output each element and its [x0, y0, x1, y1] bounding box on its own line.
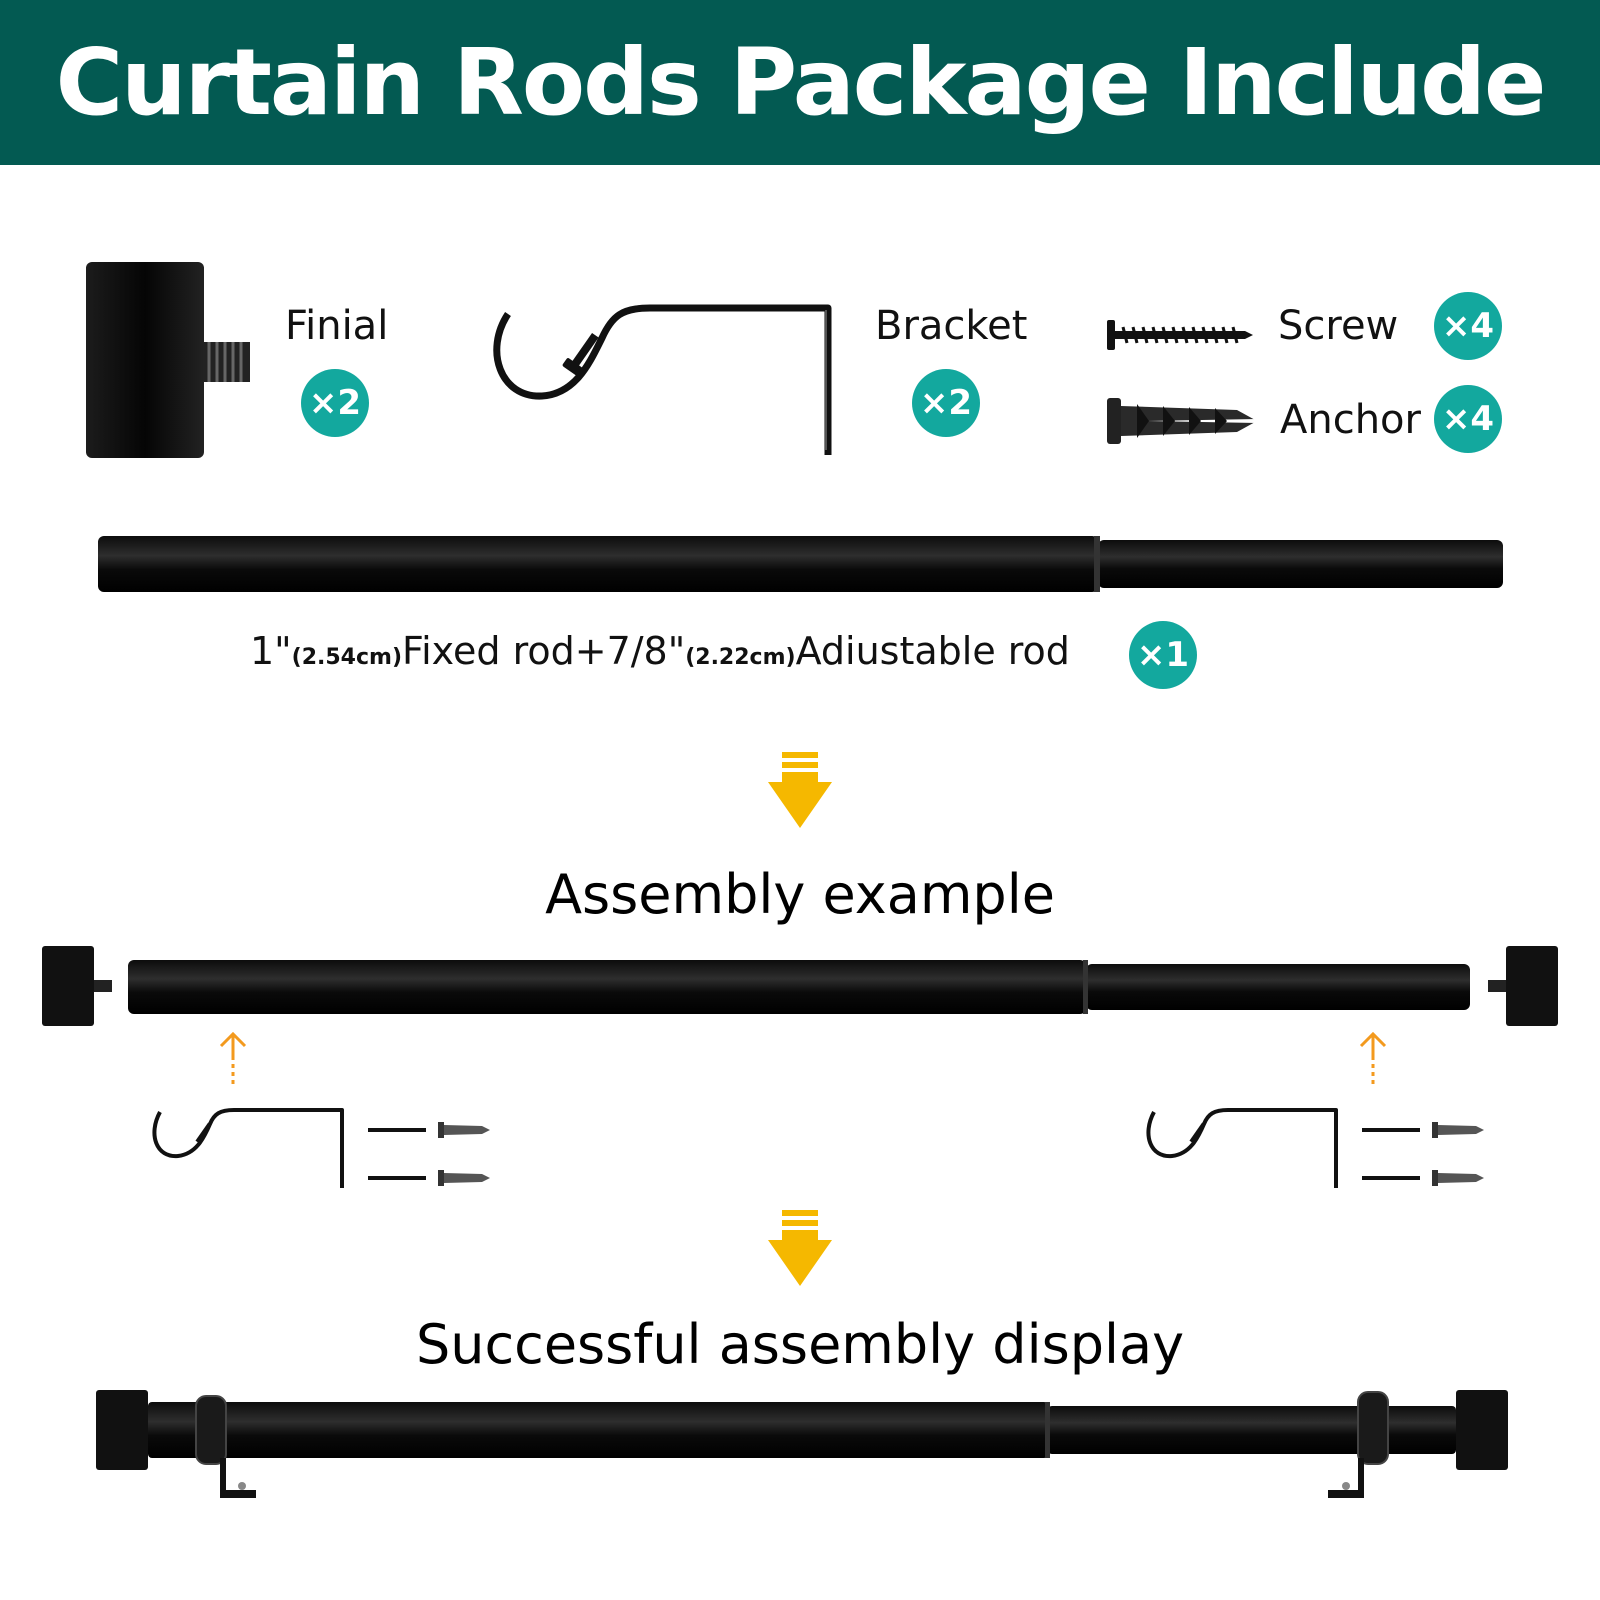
anchor-icon	[438, 1170, 490, 1186]
finial-icon	[86, 262, 250, 458]
anchor-qty-badge: ×4	[1434, 385, 1502, 453]
page-title: Curtain Rods Package Include	[0, 0, 1600, 165]
up-arrow-icon	[1359, 1031, 1387, 1088]
rod-desc-part4: (2.22cm)	[685, 645, 796, 670]
anchor-label: Anchor	[1280, 397, 1421, 443]
bracket-icon	[152, 1108, 344, 1188]
rod-desc-part3: Fixed rod+7/8"	[402, 629, 686, 673]
rod-qty-badge: ×1	[1129, 621, 1197, 689]
up-arrow-icon	[219, 1031, 247, 1088]
success-title: Successful assembly display	[415, 1313, 1185, 1376]
screw-icon	[368, 1128, 426, 1132]
bracket-icon	[493, 304, 832, 455]
screw-icon	[368, 1176, 426, 1180]
rod-description: 1"(2.54cm)Fixed rod+7/8"(2.22cm)Adiustab…	[250, 632, 1070, 670]
finial-label: Finial	[285, 303, 389, 349]
anchor-icon	[1432, 1170, 1484, 1186]
bracket-label: Bracket	[875, 303, 1028, 349]
finial-icon	[1488, 946, 1558, 1026]
finial-icon	[42, 946, 112, 1026]
rod-desc-part1: 1"	[250, 629, 292, 673]
anchor-icon	[1107, 398, 1257, 444]
down-arrow-icon	[768, 1210, 832, 1286]
rod-icon	[98, 536, 1503, 592]
screw-label: Screw	[1278, 303, 1399, 349]
rod-desc-part5: Adiustable rod	[795, 629, 1070, 673]
bracket-qty-badge: ×2	[912, 369, 980, 437]
screw-icon	[1362, 1128, 1420, 1132]
finial-qty-badge: ×2	[301, 369, 369, 437]
rod-icon	[128, 960, 1470, 1014]
assembly-title: Assembly example	[545, 863, 1055, 926]
anchor-icon	[438, 1122, 490, 1138]
rod-desc-part2: (2.54cm)	[291, 645, 403, 670]
screw-qty-badge: ×4	[1434, 292, 1502, 360]
screw-icon	[1107, 320, 1253, 350]
bracket-icon	[1146, 1108, 1338, 1188]
screw-icon	[1362, 1176, 1420, 1180]
down-arrow-icon	[768, 752, 832, 828]
anchor-icon	[1432, 1122, 1484, 1138]
assembled-rod-icon	[96, 1390, 1508, 1498]
